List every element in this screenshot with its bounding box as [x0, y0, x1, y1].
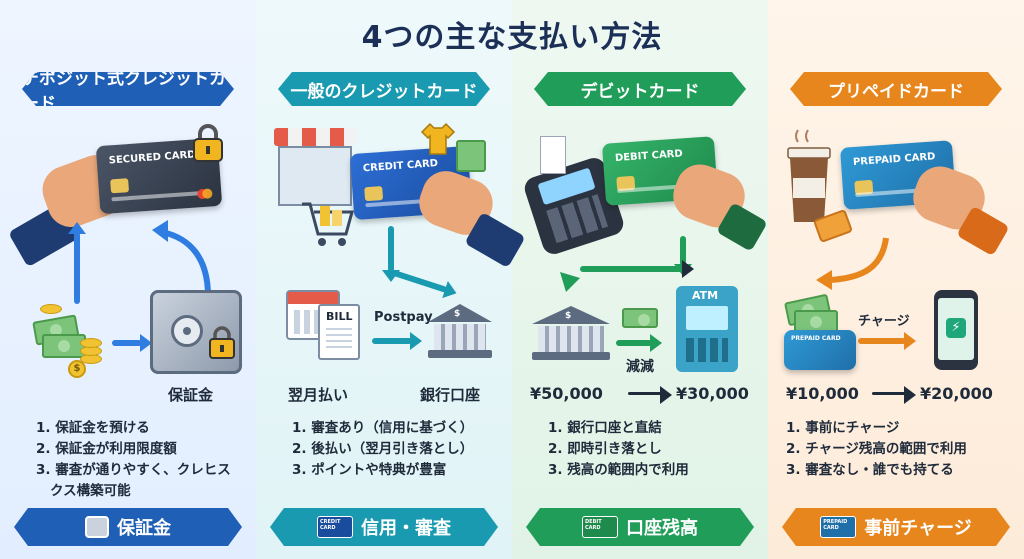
- list-item: 2. 保証金が利用限度額: [36, 441, 177, 457]
- header-credit: 一般のクレジットカード: [278, 72, 490, 106]
- list-item: 3. 残高の範囲内で利用: [548, 462, 689, 478]
- list-item: 3. 審査が通りやすく、クレヒス: [36, 462, 231, 478]
- arrow-left: [580, 260, 694, 278]
- balance-after: ¥30,000: [676, 384, 749, 403]
- banner-label: 保証金: [117, 518, 171, 539]
- balance-before: ¥10,000: [786, 384, 859, 403]
- atm-icon: ATM: [676, 286, 738, 372]
- phone-icon: ⚡: [934, 290, 978, 370]
- banner-label: 信用・審査: [361, 518, 451, 539]
- shop-icon: [274, 128, 356, 208]
- atm-label: ATM: [692, 289, 719, 302]
- chip-icon: [110, 178, 130, 194]
- list-item: 2. 後払い（翌月引き落とし）: [292, 441, 474, 457]
- header-prepaid: プリペイドカード: [790, 72, 1002, 106]
- card-label: CREDIT CARD: [362, 158, 439, 175]
- arrow-right: [616, 334, 662, 352]
- decrease-label: 減減: [626, 359, 654, 375]
- list-item: 1. 保証金を預ける: [36, 420, 150, 436]
- curved-arrow: [152, 220, 211, 297]
- postpay-label: Postpay: [374, 310, 433, 325]
- list-item: 2. 即時引き落とし: [548, 441, 662, 457]
- arrow-right: [872, 386, 916, 404]
- safe-icon: [150, 290, 242, 374]
- mini-debit-card: DEBIT CARD: [582, 516, 618, 538]
- list-item: 1. 銀行口座と直結: [548, 420, 662, 436]
- list-item: 3. ポイントや特典が豊富: [292, 462, 447, 478]
- safe-icon: [85, 516, 109, 538]
- shirt-icon: [420, 122, 456, 155]
- cash-icon: [622, 308, 658, 328]
- cart-icon: [302, 202, 354, 246]
- points-secured: 1. 保証金を預ける 2. 保証金が利用限度額 3. 審査が通りやすく、クレヒス…: [36, 418, 231, 502]
- curved-arrow: [816, 237, 889, 290]
- header-secured: デポジット式クレジットカード: [22, 72, 234, 106]
- arrow-right: [372, 332, 422, 350]
- dollar-coin-icon: $: [68, 360, 86, 378]
- mini-prepaid-card: PREPAID CARD: [820, 516, 856, 538]
- bill-icon: BILL: [318, 304, 360, 360]
- banner-label: 口座残高: [626, 518, 698, 539]
- card-number: [111, 191, 202, 202]
- bank-icon: $: [428, 304, 492, 360]
- list-item: クス構築可能: [50, 483, 131, 499]
- header-debit: デビットカード: [534, 72, 746, 106]
- card-label: PREPAID CARD: [791, 335, 841, 342]
- receipt-icon: [540, 136, 566, 174]
- cash-icon: [42, 334, 86, 358]
- card-brand-icon: [197, 188, 212, 199]
- bank-icon: $: [532, 306, 610, 362]
- banner-debit: DEBIT CARD 口座残高: [526, 508, 754, 546]
- list-item: 3. 審査なし・誰でも持てる: [786, 462, 954, 478]
- prepaid-card-small: PREPAID CARD: [784, 330, 856, 370]
- card-label: DEBIT CARD: [614, 148, 684, 165]
- mini-card-label: CREDIT CARD: [320, 519, 341, 531]
- arrow-down: [382, 226, 400, 282]
- lock-icon: [193, 124, 223, 162]
- bank-account-label: 銀行口座: [420, 386, 481, 404]
- card-label: PREPAID CARD: [852, 151, 936, 169]
- points-prepaid: 1. 事前にチャージ 2. チャージ残高の範囲で利用 3. 審査なし・誰でも持て…: [786, 418, 967, 481]
- shopping-bag-icon: [456, 140, 486, 172]
- mini-card-label: PREPAID CARD: [823, 519, 848, 531]
- list-item: 1. 事前にチャージ: [786, 420, 900, 436]
- list-item: 2. チャージ残高の範囲で利用: [786, 441, 967, 457]
- points-credit: 1. 審査あり（信用に基づく） 2. 後払い（翌月引き落とし） 3. ポイントや…: [292, 418, 473, 481]
- bill-label: BILL: [326, 310, 353, 323]
- chip-icon: [364, 186, 384, 202]
- balance-before: ¥50,000: [530, 384, 603, 403]
- lock-icon: [209, 326, 235, 359]
- arrow-right: [628, 386, 672, 404]
- charge-label: チャージ: [858, 314, 910, 329]
- arrow-right: [858, 332, 916, 350]
- banner-secured: 保証金: [14, 508, 242, 546]
- next-month-label: 翌月払い: [288, 386, 349, 404]
- banner-label: 事前チャージ: [864, 518, 972, 539]
- banner-credit: CREDIT CARD 信用・審査: [270, 508, 498, 546]
- page-title: 4つの主な支払い方法: [361, 20, 663, 55]
- mini-card-label: DEBIT CARD: [585, 519, 602, 531]
- coffee-icon: [787, 129, 831, 222]
- points-debit: 1. 銀行口座と直結 2. 即時引き落とし 3. 残高の範囲内で利用: [548, 418, 689, 481]
- card-label: SECURED CARD: [108, 149, 196, 167]
- arrow-up: [68, 222, 86, 304]
- balance-after: ¥20,000: [920, 384, 993, 403]
- coins-icon: [80, 338, 102, 348]
- deposit-label: 保証金: [168, 386, 214, 404]
- mini-credit-card: CREDIT CARD: [317, 516, 353, 538]
- arrow-down-left: [560, 272, 580, 292]
- coins-icon: [40, 304, 62, 314]
- banner-prepaid: PREPAID CARD 事前チャージ: [782, 508, 1010, 546]
- arrow-right: [112, 334, 152, 352]
- list-item: 1. 審査あり（信用に基づく）: [292, 420, 474, 436]
